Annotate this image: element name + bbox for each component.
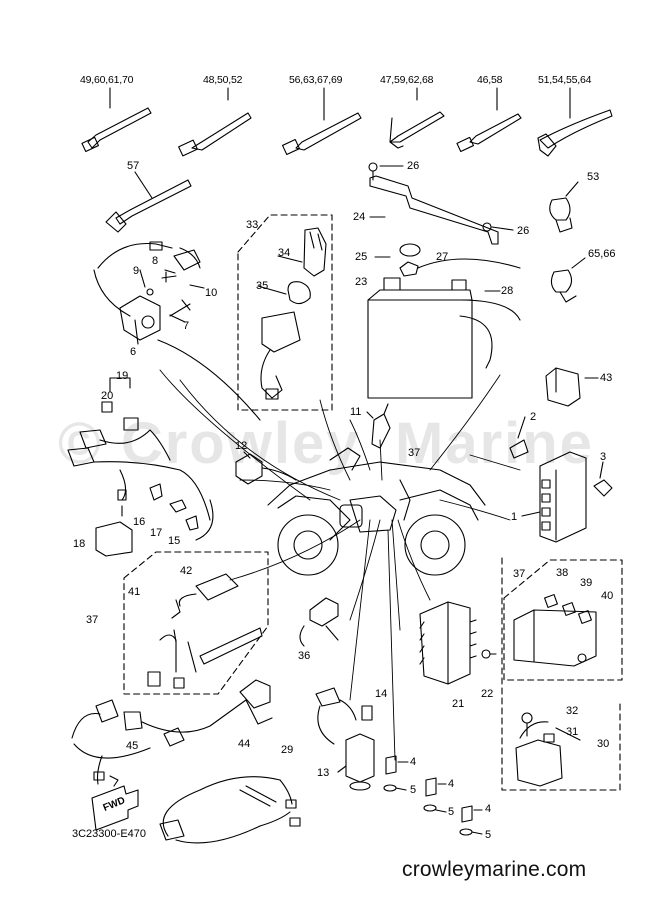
label-22: 22 (481, 688, 494, 700)
cable-tie-4 (389, 87, 445, 149)
clip-53 (549, 181, 579, 233)
harness-29 (159, 776, 301, 844)
label-28: 28 (501, 285, 514, 297)
lighting-box (123, 551, 269, 695)
label-24: 24 (353, 211, 366, 223)
fwd-arrow-icon (91, 785, 139, 831)
battery (367, 243, 521, 399)
label-19: 19 (116, 370, 129, 382)
label-1: 1 (511, 511, 518, 523)
main-switch-box (237, 214, 333, 411)
label-5-a: 5 (410, 784, 417, 796)
ignition-coil (93, 241, 261, 421)
sensor-13 (315, 687, 375, 791)
leader-lines (159, 369, 521, 761)
cable-tie-5 (456, 87, 522, 153)
label-30: 30 (597, 738, 610, 750)
label-57: 57 (127, 160, 140, 172)
label-12: 12 (235, 440, 248, 452)
label-4-a: 4 (410, 756, 417, 768)
label-43: 43 (600, 372, 613, 384)
label-53: 53 (587, 171, 600, 183)
starter-relay (501, 557, 621, 791)
label-40: 40 (601, 590, 614, 602)
label-group-6: 51,54,55,64 (538, 74, 592, 86)
label-13: 13 (317, 767, 330, 779)
label-37-right: 37 (513, 568, 526, 580)
label-17: 17 (150, 527, 163, 539)
label-36: 36 (298, 650, 311, 662)
label-group-5: 46,58 (477, 74, 503, 86)
label-5-b: 5 (448, 806, 455, 818)
label-26-top: 26 (407, 160, 420, 172)
wire-harness (71, 679, 273, 787)
label-3: 3 (600, 451, 607, 463)
label-6: 6 (130, 346, 137, 358)
label-26-bottom: 26 (517, 225, 530, 237)
label-18: 18 (73, 538, 86, 550)
cable-tie-6 (537, 87, 613, 157)
label-11: 11 (350, 406, 362, 418)
label-34: 34 (278, 247, 291, 259)
label-5-c: 5 (485, 829, 492, 841)
battery-bracket (368, 162, 514, 245)
label-group-1: 49,60,61,70 (80, 74, 134, 86)
label-14: 14 (375, 688, 388, 700)
diagram-code: 3C23300-E470 (72, 828, 147, 840)
cdi-unit (509, 416, 613, 543)
label-33: 33 (246, 219, 259, 231)
switch-36 (299, 597, 339, 647)
label-7: 7 (183, 320, 190, 332)
label-29: 29 (281, 744, 294, 756)
label-41: 41 (128, 586, 141, 598)
label-39: 39 (580, 577, 593, 589)
sensor-11 (366, 403, 391, 449)
watermark-left: © Crowley (58, 411, 361, 476)
label-group-2: 48,50,52 (203, 74, 243, 86)
label-44: 44 (238, 738, 251, 750)
watermark-right: Marine (395, 411, 594, 476)
bolts-washers (383, 755, 483, 836)
label-23: 23 (355, 276, 368, 288)
cable-tie-2 (178, 87, 252, 157)
label-37-left: 37 (86, 614, 99, 626)
label-25: 25 (355, 251, 368, 263)
label-group-3: 56,63,67,69 (289, 74, 343, 86)
rectifier-regulator (419, 601, 497, 685)
fuse-box (503, 559, 623, 681)
label-10: 10 (205, 287, 218, 299)
cable-tie-1 (81, 87, 152, 153)
label-9: 9 (133, 265, 140, 277)
cable-tie-3 (281, 87, 362, 156)
relay-assembly (67, 377, 214, 557)
label-16: 16 (133, 516, 146, 528)
label-35: 35 (256, 280, 269, 292)
label-38: 38 (556, 567, 569, 579)
label-42: 42 (180, 565, 193, 577)
label-4-c: 4 (485, 803, 492, 815)
label-45: 45 (126, 740, 139, 752)
label-8: 8 (152, 255, 159, 267)
label-37-top: 37 (408, 447, 421, 459)
label-15: 15 (168, 535, 181, 547)
label-21: 21 (452, 698, 465, 710)
label-31: 31 (566, 726, 579, 738)
label-group-4: 47,59,62,68 (380, 74, 434, 86)
atv-outline (267, 447, 486, 576)
label-27: 27 (436, 251, 449, 263)
label-32: 32 (566, 705, 579, 717)
clip-65 (550, 257, 586, 303)
label-20: 20 (101, 390, 114, 402)
cable-tie-57 (105, 171, 192, 233)
label-2: 2 (530, 411, 537, 423)
sensor-12 (235, 451, 297, 485)
site-footer[interactable]: crowleymarine.com (402, 858, 587, 881)
label-65-66: 65,66 (588, 248, 616, 260)
label-4-b: 4 (448, 778, 455, 790)
relay-43 (545, 367, 599, 407)
